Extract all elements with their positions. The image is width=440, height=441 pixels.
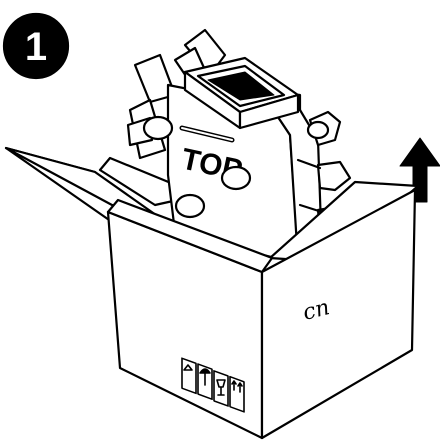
up-arrow-icon [399,137,440,203]
insert-column-details [296,158,324,214]
this-way-up-arrows-icon [229,375,245,413]
insert-knobs [142,115,330,219]
insert-top-tray [183,56,300,130]
umbrella-keep-dry-icon [197,363,213,401]
step-badge-circle [2,12,70,80]
box-handwritten-mark: cn [300,295,332,326]
step-badge: 1 [2,12,70,80]
box-side-face [260,188,417,440]
fragile-glass-icon [213,370,229,407]
box-handling-labels [181,357,245,413]
step-number: 1 [25,25,47,69]
recycle-icon [181,357,197,395]
box-front-rim [106,198,274,274]
